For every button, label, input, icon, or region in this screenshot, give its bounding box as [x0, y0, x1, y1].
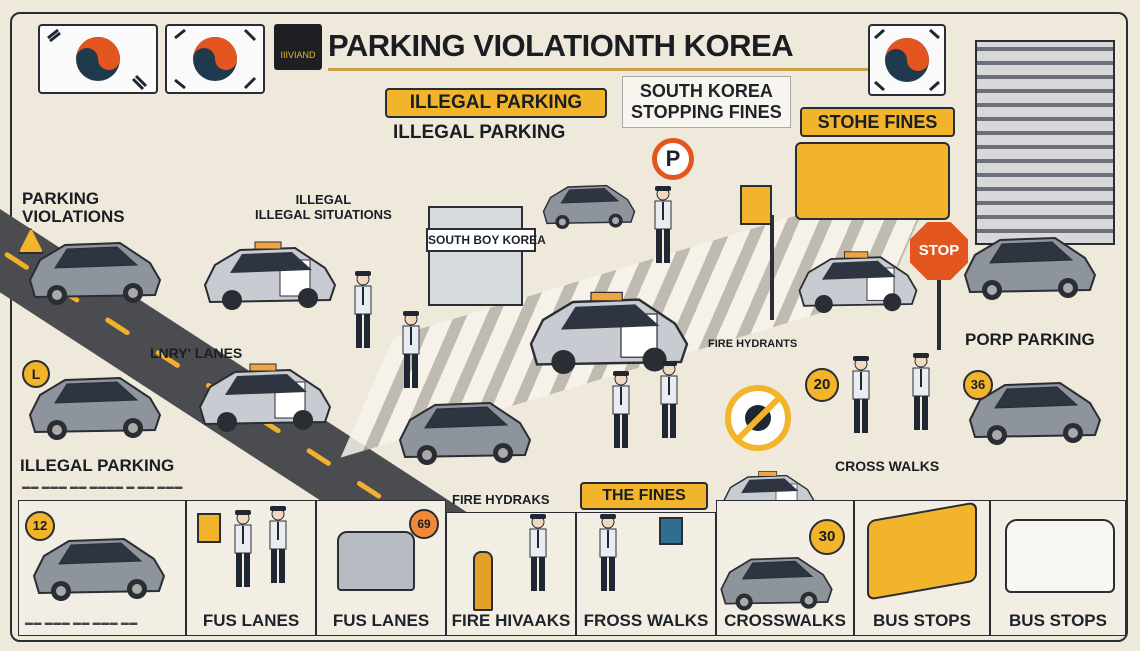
illegal-parking-badge: ILLEGAL PARKING — [385, 88, 607, 118]
bottom-panel-8: BUS STOPS — [990, 500, 1126, 636]
bottom-panel-6: 30 CROSSWALKS — [716, 500, 854, 636]
stop-sign: STOP — [910, 222, 968, 280]
fire-hydraks-label: FIRE HYDRAKS — [452, 492, 550, 507]
l-sign-icon: L — [22, 360, 50, 388]
the-fines-badge: THE FINES — [580, 482, 708, 510]
lane-sign-icon — [197, 513, 221, 543]
officer-figure — [599, 513, 617, 592]
panel-label: BUS STOPS — [1009, 611, 1107, 630]
south-korea-fines-box: SOUTH KOREA STOPPING FINES — [622, 76, 791, 128]
parked-car — [29, 242, 161, 306]
officer-figure — [612, 370, 630, 449]
officer-figure — [660, 360, 678, 439]
panel-car — [33, 538, 165, 602]
office-building — [975, 40, 1115, 245]
box-line-2: STOPPING FINES — [631, 102, 782, 122]
officer-figure — [234, 509, 252, 588]
panel-label: FUS LANES — [332, 611, 430, 630]
fire-hydrant-icon — [473, 551, 493, 611]
no-parking-icon — [725, 385, 791, 451]
illegal-parking-label: ILLEGAL PARKING — [20, 456, 175, 475]
taxi-car — [204, 241, 336, 311]
panel-fine-print: ▬▬ ▬▬▬ ▬▬ ▬▬▬ ▬▬ — [25, 618, 138, 627]
police-car — [199, 363, 331, 433]
logo-text: IIIVIAND — [280, 50, 316, 60]
no-parking-sign: P — [652, 138, 694, 180]
stop-sign-pole — [937, 280, 941, 350]
bottom-panel-5: FROSS WALKS — [576, 512, 716, 636]
officer-figure — [852, 355, 870, 434]
officer-figure — [354, 270, 372, 349]
stone-fines-badge: STOHE FINES — [800, 107, 955, 137]
officer-figure — [912, 352, 930, 431]
heading-line-1: ILLEGAL — [295, 192, 352, 207]
yellow-road-sign — [740, 185, 772, 225]
bottom-panel-1: 12 ▬▬ ▬▬▬ ▬▬ ▬▬▬ ▬▬ — [18, 500, 186, 636]
porp-parking-label: PORP PARKING — [965, 330, 1095, 349]
fire-hydrants-label: FIRE HYDRANTS — [708, 338, 798, 350]
van-icon — [1005, 519, 1115, 593]
bus-icon — [867, 501, 977, 601]
box-line-1: SOUTH KOREA — [639, 81, 773, 101]
shop-building — [428, 206, 523, 306]
bottom-panel-4: FIRE HIVAAKS — [446, 512, 576, 636]
heading-line-2: ILLEGAL SITUATIONS — [255, 207, 392, 222]
crosswalk-sign-icon — [659, 517, 683, 545]
panel-label: FUS LANES — [202, 611, 300, 630]
panel-badge: 30 — [809, 519, 845, 555]
korean-flag-center — [165, 24, 265, 94]
tow-truck — [798, 250, 918, 314]
infographic-frame — [10, 12, 1128, 642]
officer-figure — [402, 310, 420, 389]
cross-walks-label: CROSS WALKS — [835, 458, 940, 474]
panel-badge: 12 — [25, 511, 55, 541]
heading-line-1: PARKING — [22, 189, 100, 208]
heading-line-2: VIOLATIONS — [22, 207, 125, 226]
fine-badge-36: 36 — [963, 370, 993, 400]
parking-violations-heading: PARKING VIOLATIONS — [22, 190, 125, 226]
sign-pole — [770, 215, 774, 320]
parked-sedan — [542, 184, 636, 230]
taxi-rear-icon — [337, 531, 415, 591]
header-logo: IIIVIAND — [274, 24, 322, 70]
right-parked-car — [964, 237, 1096, 301]
fine-print: ▬▬ ▬▬▬ ▬▬ ▬▬▬▬ ▬ ▬▬ ▬▬▬ — [22, 482, 183, 491]
panel-label: FIRE HIVAAKS — [451, 611, 571, 630]
page-title: PARKING VIOLATIONTH KOREA — [328, 28, 794, 63]
bottom-panel-2: FUS LANES — [186, 500, 316, 636]
panel-badge: 69 — [409, 509, 439, 539]
officer-figure — [269, 505, 287, 584]
illegal-situations-heading: ILLEGAL ILLEGAL SITUATIONS — [255, 192, 392, 222]
fine-badge-20: 20 — [805, 368, 839, 402]
fire-truck — [795, 142, 950, 220]
officer-figure — [529, 513, 547, 592]
bottom-panel-7: BUS STOPS — [854, 500, 990, 636]
shop-sign: SOUTH BOY KOREA — [426, 228, 546, 252]
panel-label: BUS STOPS — [873, 611, 971, 630]
crossing-car — [399, 402, 531, 466]
title-underline — [328, 68, 868, 71]
panel-label: CROSSWALKS — [724, 611, 846, 630]
korean-flag-left — [38, 24, 158, 94]
illegal-parking-subtitle: ILLEGAL PARKING — [393, 122, 566, 143]
lanes-label: LNRY' LANES — [150, 345, 243, 361]
bottom-panel-3: 69 FUS LANES — [316, 500, 446, 636]
panel-car — [720, 556, 833, 611]
officer-figure — [654, 185, 672, 264]
panel-label: FROSS WALKS — [583, 611, 709, 630]
korean-flag-right — [868, 24, 946, 96]
